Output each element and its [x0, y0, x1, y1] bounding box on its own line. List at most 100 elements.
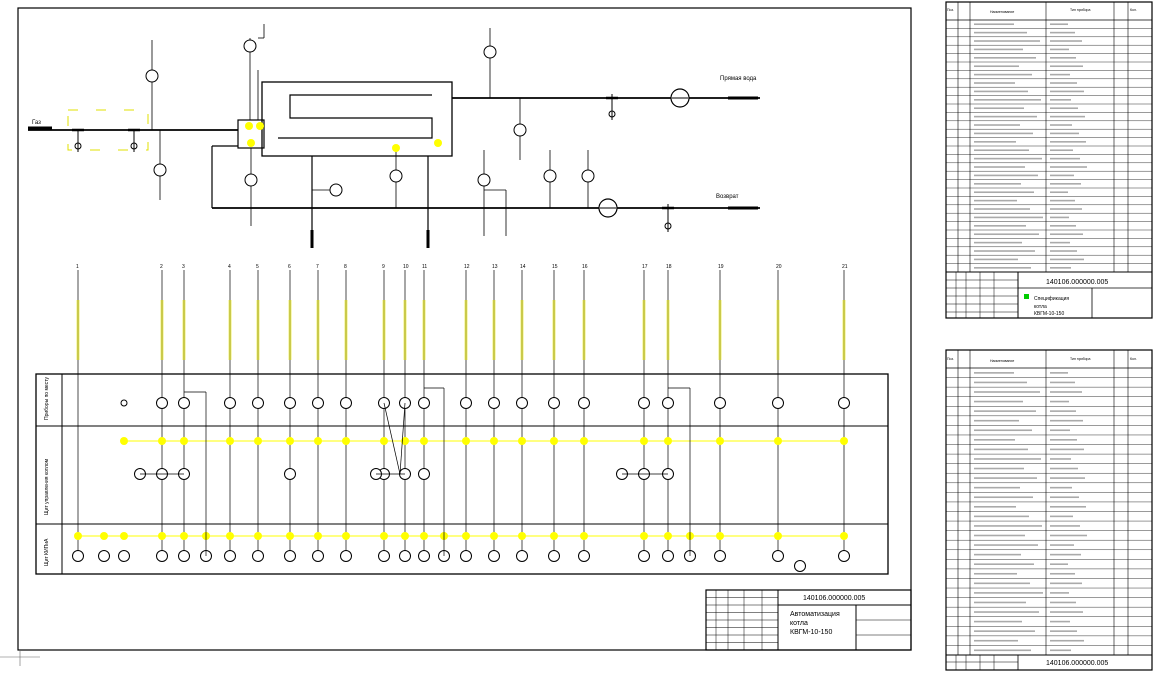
column-caption [718, 300, 722, 360]
column-caption [666, 300, 670, 360]
forward-instrument-2 [483, 45, 497, 59]
upper-bus-point [640, 437, 648, 445]
upper-bus-point [716, 437, 724, 445]
spec-row-name [974, 233, 1039, 236]
point-burner-2 [256, 122, 264, 130]
row-label-field: Приборы по месту [44, 376, 50, 420]
field-instrument [460, 397, 472, 409]
field-instrument [516, 397, 528, 409]
spec-row-name [974, 31, 1027, 34]
instrument-column-15: 15 [548, 264, 560, 562]
kip-instrument [488, 550, 500, 562]
column-caption [76, 300, 80, 360]
spec-row-name [974, 467, 1024, 470]
spec-row-name [974, 57, 1036, 59]
column-number: 14 [520, 264, 526, 270]
main-drawing-code: 140106.000000.005 [803, 595, 865, 602]
column-number: 18 [666, 264, 672, 270]
upper-bus-point [462, 437, 470, 445]
spec-row-type [1050, 225, 1076, 227]
upper-bus-point [840, 437, 848, 445]
spec-row-type [1050, 267, 1071, 269]
spec-lower-h-pos: Поз. [947, 357, 954, 361]
bus-point-extra [100, 532, 108, 540]
spec-row-name [974, 372, 1014, 374]
upper-bus-point [226, 437, 234, 445]
spec-row-type [1050, 23, 1068, 26]
spec-lower-h-name: Наименование [990, 359, 1014, 363]
column-caption [344, 300, 348, 360]
flue-instrument-18 [329, 183, 343, 197]
point-boiler-1 [392, 144, 400, 152]
spec-row-type [1050, 496, 1079, 499]
spec-row-name [974, 419, 1019, 422]
field-instrument [488, 397, 500, 409]
spec-row-type [1050, 381, 1075, 384]
spec-row-name [974, 115, 1037, 118]
spec-upper-tb-grid [946, 272, 1018, 318]
spec-lower-rows [946, 372, 1152, 652]
spec-row-name [974, 174, 1038, 177]
spec-row-type [1050, 183, 1081, 185]
point-burner-3 [247, 139, 255, 147]
forward-water-label: Прямая вода [720, 76, 757, 82]
column-caption [464, 300, 468, 360]
return-instrument-21 [581, 169, 595, 183]
spec-row-name [974, 141, 1016, 143]
control-table: Приборы по месту Щит управления котлом Щ… [35, 264, 889, 575]
spec-row-name [974, 73, 1032, 76]
spec-row-name [974, 267, 1031, 269]
upper-bus-point [420, 437, 428, 445]
spec-row-type [1050, 563, 1068, 565]
column-number: 3 [182, 264, 185, 270]
spec-row-name [974, 582, 1030, 585]
field-sensor [120, 399, 128, 407]
spec-lower-frame [945, 349, 1153, 671]
kip-instrument [714, 550, 726, 562]
column-caption [182, 300, 186, 360]
upper-bus-point [664, 437, 672, 445]
spec-row-name [974, 620, 1022, 623]
spec-row-name [974, 534, 1025, 537]
kip-instrument [378, 550, 390, 562]
point-burner-1 [245, 122, 253, 130]
column-number: 19 [718, 264, 724, 270]
column-number: 12 [464, 264, 470, 270]
spec-row-type [1050, 534, 1087, 537]
spec-row-name [974, 40, 1040, 42]
lower-bus-point [380, 532, 388, 540]
spec-row-name [974, 132, 1033, 135]
kip-instrument [399, 550, 411, 562]
column-number: 15 [552, 264, 558, 270]
lower-bus-point [550, 532, 558, 540]
lower-bus-point [716, 532, 724, 540]
column-number: 20 [776, 264, 782, 270]
spec-row-type [1050, 448, 1084, 451]
main-title-line-2: котла [790, 620, 808, 627]
spec-row-name [974, 82, 1015, 84]
gas-valve-10 [130, 142, 138, 150]
spec-row-name [974, 458, 1041, 460]
spec-upper-h-qty: Кол. [1130, 8, 1137, 12]
upper-bus-point [254, 437, 262, 445]
spec-row-type [1050, 233, 1083, 236]
burner-instrument-5 [244, 173, 258, 187]
row-label-kip: Щит КИПиА [44, 538, 50, 566]
spec-row-name [974, 429, 1032, 432]
upper-bus-point [180, 437, 188, 445]
lower-bus-point [158, 532, 166, 540]
instrument-column-17: 17 [638, 264, 650, 562]
spec-row-name [974, 515, 1029, 518]
spec-row-name [974, 90, 1028, 93]
lower-bus-point [74, 532, 82, 540]
field-instrument [548, 397, 560, 409]
kip-instrument [838, 550, 850, 562]
spec-row-type [1050, 124, 1072, 126]
upper-bus-point [580, 437, 588, 445]
forward-valve [608, 110, 616, 118]
field-instrument [224, 397, 236, 409]
column-caption [776, 300, 780, 360]
return-valve [664, 222, 672, 230]
spec-row-type [1050, 149, 1073, 152]
lower-bus-point [226, 532, 234, 540]
